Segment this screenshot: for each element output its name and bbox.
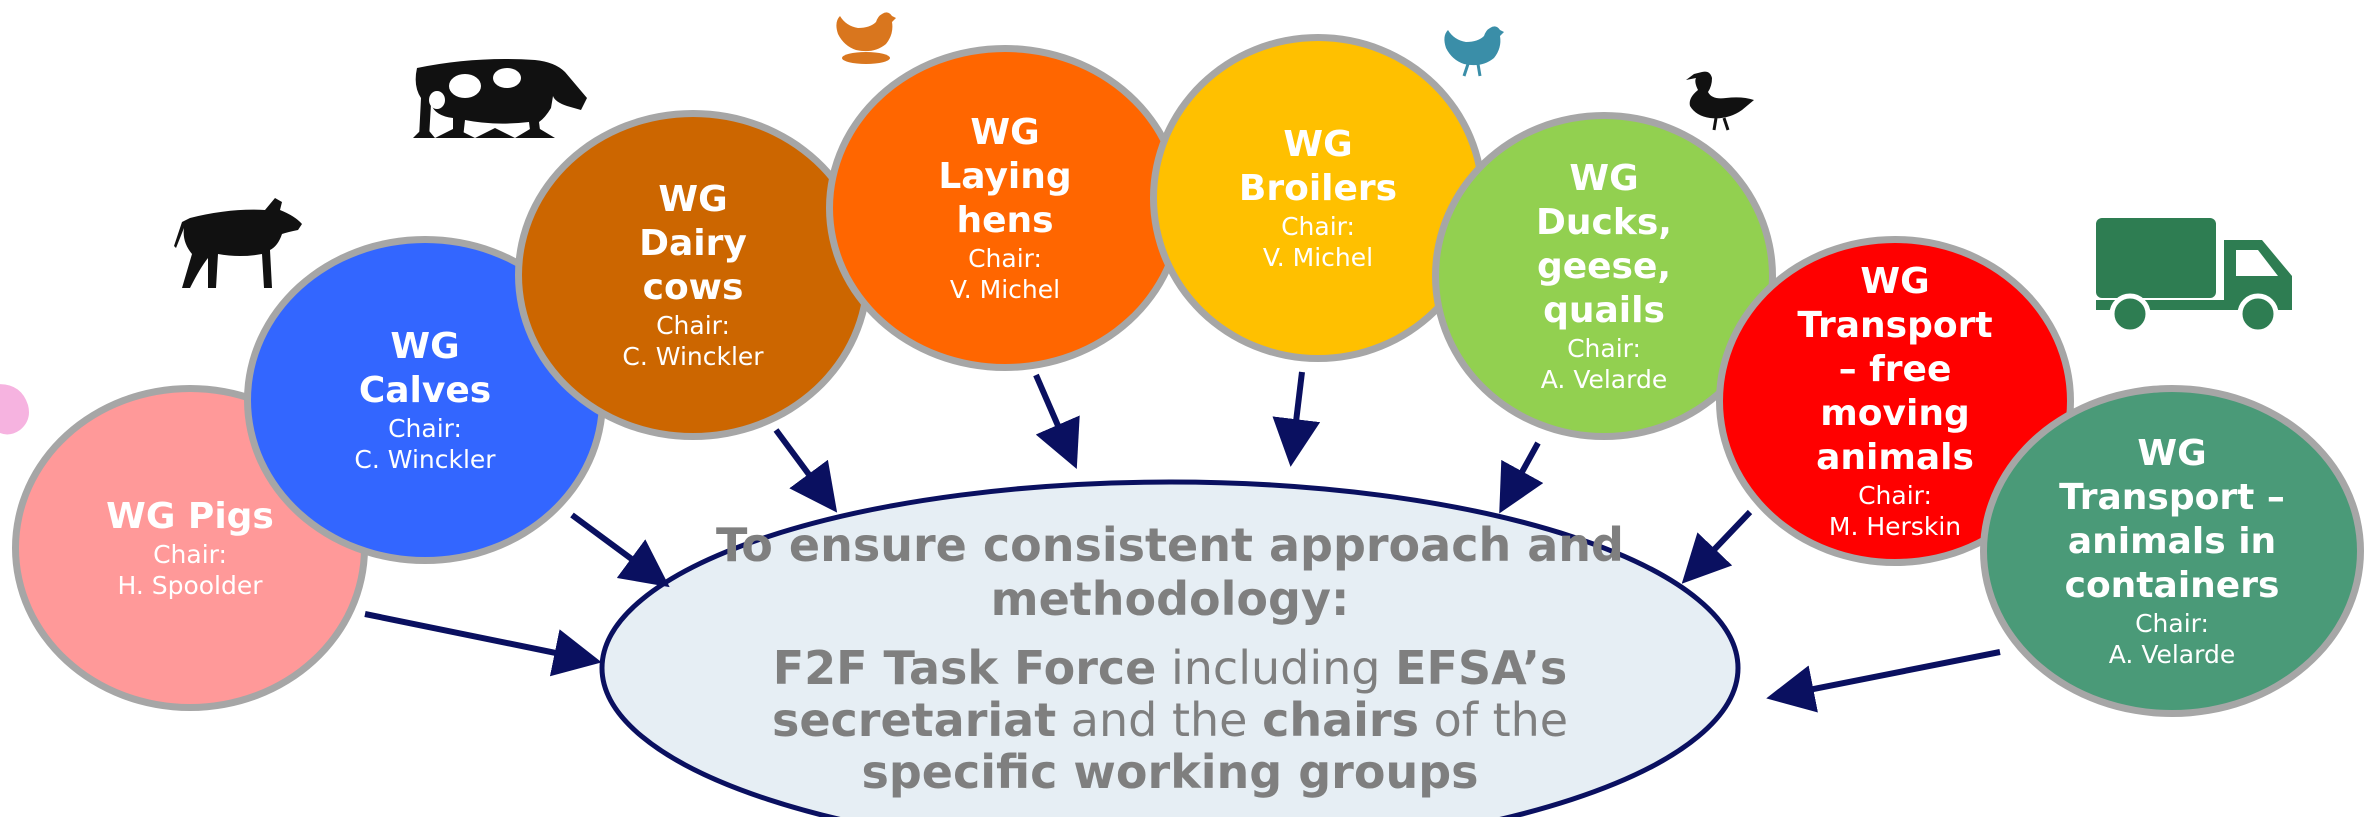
arrow-calves — [570, 512, 670, 588]
central-ellipse — [599, 479, 1741, 817]
wg-transport-free-chair-label: Chair: — [1858, 481, 1932, 510]
wg-dairy-cows-chair-label: Chair: — [656, 311, 730, 340]
arrow-pigs — [364, 611, 602, 677]
wg-pigs-title: WG Pigs — [106, 496, 274, 537]
wg-transport-free-node: WG Transport – free moving animals Chair… — [1716, 236, 2074, 566]
wg-laying-hens-chair-label: Chair: — [968, 244, 1042, 273]
wg-ducks-chair: A. Velarde — [1540, 365, 1668, 394]
wg-dairy-cows-title: WG Dairy cows — [639, 179, 747, 308]
chairs-label: chairs — [1262, 693, 1419, 747]
arrow-ducks — [1499, 441, 1544, 514]
wg-transport-free-title: WG Transport – free moving animals — [1797, 261, 1993, 478]
central-text: To ensure consistent approach and method… — [700, 518, 1640, 798]
wg-ducks-chair-label: Chair: — [1567, 334, 1641, 363]
central-text-part: including — [1156, 641, 1396, 695]
wg-transport-containers-node: WG Transport – animals in containers Cha… — [1980, 385, 2364, 717]
wg-transport-free-chair: M. Herskin — [1828, 512, 1962, 541]
wg-calves-chair: C. Winckler — [354, 445, 496, 474]
wg-broilers-chair: V. Michel — [1262, 243, 1374, 272]
wg-calves-title: WG Calves — [358, 326, 492, 411]
working-groups-label: specific working groups — [861, 745, 1479, 799]
wg-transport-containers-chair: A. Velarde — [2108, 640, 2236, 669]
central-text-part: and the — [1056, 693, 1263, 747]
task-force-label: F2F Task Force — [772, 641, 1157, 695]
wg-dairy-cows-chair: C. Winckler — [622, 342, 764, 371]
pig-icon — [0, 384, 29, 435]
calf-icon — [174, 198, 302, 288]
central-heading: To ensure consistent approach and method… — [716, 518, 1624, 626]
wg-laying-hens-node: WG Laying hens Chair: V. Michel — [826, 45, 1184, 371]
wg-ducks-title: WG Ducks, geese, quails — [1536, 158, 1672, 331]
wg-dairy-cows-node: WG Dairy cows Chair: C. Winckler — [515, 110, 871, 440]
central-text-part: of the — [1418, 693, 1569, 747]
central-body: F2F Task Force including EFSA’s secretar… — [700, 642, 1640, 798]
wg-transport-containers-chair-label: Chair: — [2135, 609, 2209, 638]
wg-pigs-chair: H. Spoolder — [117, 571, 263, 600]
wg-laying-hens-chair: V. Michel — [949, 275, 1061, 304]
wg-calves-chair-label: Chair: — [388, 414, 462, 443]
duck-icon — [1686, 71, 1754, 131]
arrow-transport-free — [1681, 509, 1753, 584]
wg-broilers-chair-label: Chair: — [1281, 212, 1355, 241]
broiler-icon — [1444, 26, 1504, 77]
truck-icon — [2096, 218, 2292, 332]
secretariat-label: EFSA’s secretariat — [771, 641, 1568, 747]
wg-pigs-chair-label: Chair: — [153, 540, 227, 569]
arrow-laying-hens — [1033, 373, 1080, 470]
cow-icon — [413, 59, 587, 138]
arrow-dairy-cows — [773, 428, 838, 513]
arrow-broilers — [1272, 371, 1321, 467]
wg-transport-containers-title: WG Transport – animals in containers — [2059, 433, 2285, 606]
wg-laying-hens-title: WG Laying hens — [938, 112, 1072, 241]
wg-broilers-title: WG Broilers — [1238, 124, 1398, 209]
wg-broilers-node: WG Broilers Chair: V. Michel — [1150, 34, 1486, 362]
hen-icon — [836, 12, 896, 64]
arrow-transport-containers — [1766, 649, 2001, 713]
